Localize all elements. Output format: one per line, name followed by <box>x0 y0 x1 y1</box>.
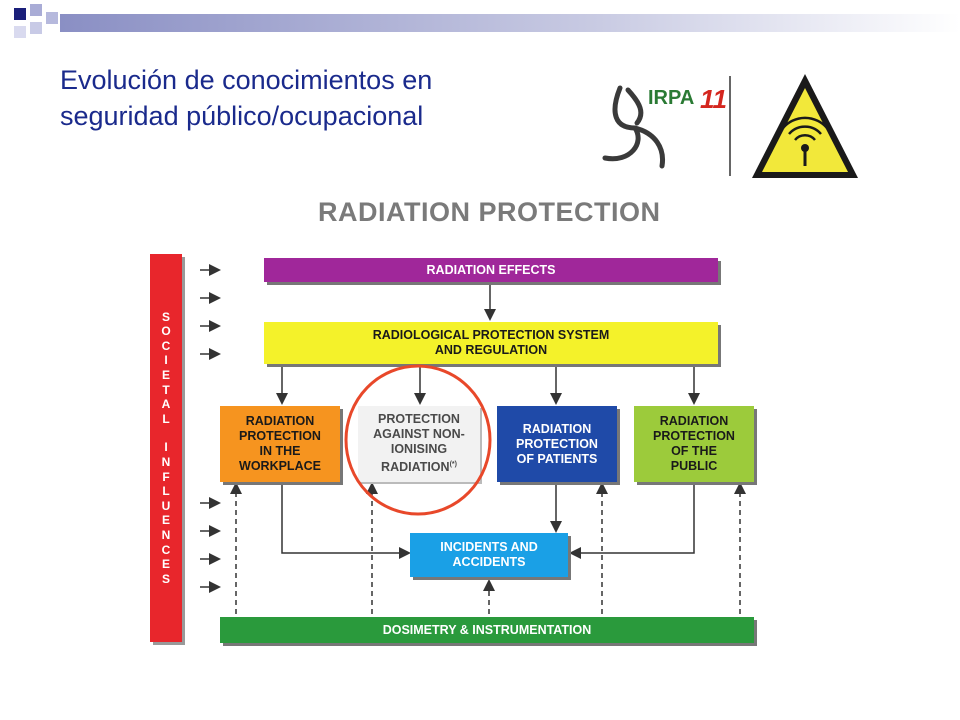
slide-title-line1: Evolución de conocimientos en <box>60 65 433 95</box>
radiation-effects-box: RADIATION EFFECTS <box>264 258 718 282</box>
protection-system-label-2: AND REGULATION <box>434 343 548 357</box>
public-protection-box: RADIATION PROTECTION OF THE PUBLIC <box>634 406 754 482</box>
highlight-circle <box>344 364 492 516</box>
protection-system-label-1: RADIOLOGICAL PROTECTION SYSTEM <box>372 328 610 342</box>
non-ionizing-radiation-warning-icon <box>752 74 858 178</box>
slide-title-line2: seguridad público/ocupacional <box>60 101 424 131</box>
incidents-accidents-box: INCIDENTS AND ACCIDENTS <box>410 533 568 577</box>
slide-header-bar <box>0 0 960 46</box>
radiation-effects-label: RADIATION EFFECTS <box>426 262 556 277</box>
societal-influence-arrows-bottom <box>200 497 221 593</box>
slide-title: Evolución de conocimientos en seguridad … <box>60 62 540 134</box>
patients-protection-box: RADIATION PROTECTION OF PATIENTS <box>497 406 617 482</box>
societal-influence-arrows-top <box>200 264 221 360</box>
side-letter: S <box>161 309 170 324</box>
dosimetry-instrumentation-box: DOSIMETRY & INSTRUMENTATION <box>220 617 754 643</box>
irpa-logo-number: 11 <box>700 84 727 114</box>
diagram-title: RADIATION PROTECTION <box>318 197 661 227</box>
header-gradient-graphic <box>14 4 960 38</box>
irpa-logo: IRPA 11 <box>602 74 858 178</box>
protection-system-box: RADIOLOGICAL PROTECTION SYSTEM AND REGUL… <box>264 322 718 364</box>
non-ionising-protection-box: PROTECTION AGAINST NON- IONISING RADIATI… <box>358 406 480 482</box>
irpa-logo-text: IRPA <box>648 87 694 109</box>
workplace-protection-box: RADIATION PROTECTION IN THE WORKPLACE <box>220 406 340 482</box>
irpa-trefoil-icon <box>602 85 666 169</box>
footnote-marker: (*) <box>449 461 457 469</box>
logo-group: IRPA 11 <box>590 68 870 183</box>
dosimetry-label: DOSIMETRY & INSTRUMENTATION <box>382 622 592 637</box>
